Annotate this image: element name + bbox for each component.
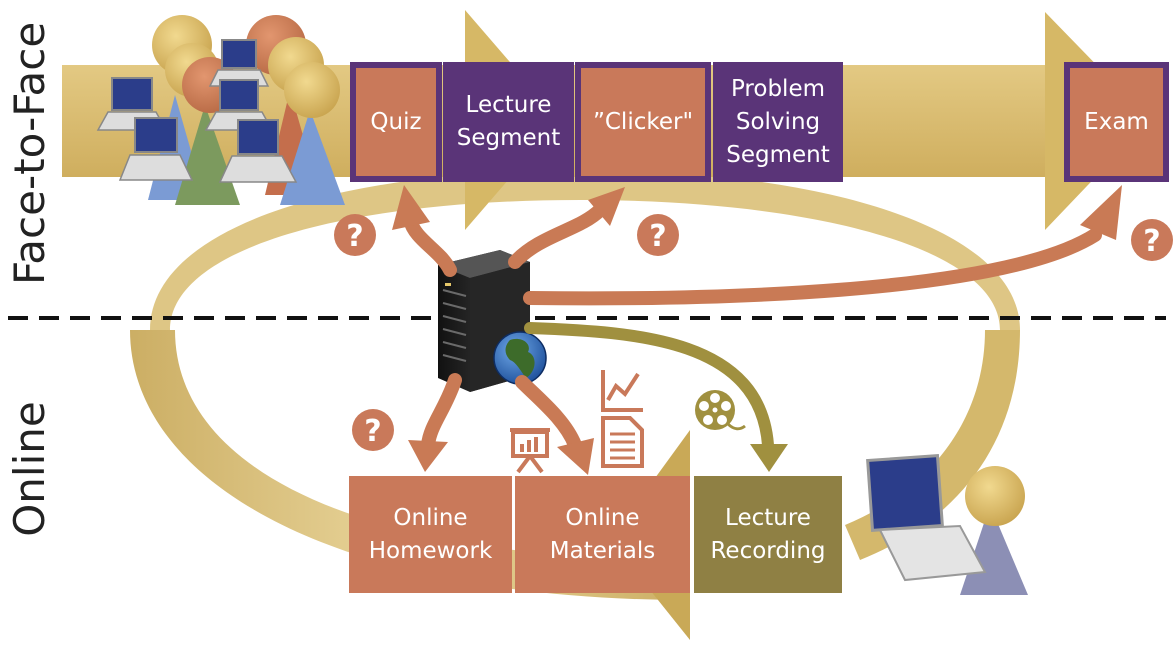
lecture-segment-label: Lecture Segment — [456, 92, 561, 151]
loop-back-band — [150, 170, 1020, 330]
question-icon: ? — [334, 214, 376, 256]
presentation-icon — [510, 428, 550, 474]
arrow-to-materials — [515, 375, 582, 452]
arrowhead-recording — [750, 444, 788, 472]
lecture-recording-box: Lecture Recording — [694, 476, 842, 593]
online-label: Online — [5, 401, 54, 537]
student-icon — [866, 454, 1028, 595]
arrowhead-materials — [557, 438, 594, 475]
laptop-icon — [866, 454, 987, 582]
exam-box: Exam — [1064, 62, 1169, 182]
arrowhead-quiz — [392, 185, 430, 230]
arrowhead-exam — [1080, 185, 1122, 240]
arrow-to-exam — [523, 228, 1102, 306]
arrowhead-clicker — [588, 187, 625, 226]
lecture-segment-box: Lecture Segment — [443, 62, 574, 182]
laptop-icon — [118, 117, 194, 181]
svg-text:?: ? — [1143, 224, 1160, 259]
globe-icon — [493, 331, 547, 385]
clicker-box: ”Clicker" — [575, 62, 711, 182]
arrow-to-quiz — [403, 213, 457, 277]
clicker-label: ”Clicker" — [592, 108, 694, 135]
online-materials-box: Online Materials — [515, 476, 690, 593]
question-icon: ? — [1131, 219, 1173, 261]
quiz-box: Quiz — [350, 62, 442, 182]
svg-text:?: ? — [346, 219, 363, 254]
svg-text:?: ? — [364, 414, 381, 449]
question-icon: ? — [352, 409, 394, 451]
quiz-label: Quiz — [370, 108, 422, 135]
online-homework-label: Online Homework — [368, 504, 493, 564]
online-homework-box: Online Homework — [349, 476, 512, 593]
lecture-recording-label: Lecture Recording — [710, 504, 826, 564]
exam-label: Exam — [1084, 108, 1149, 135]
arrow-to-homework — [421, 373, 462, 452]
face-to-face-label: Face-to-Face — [5, 21, 54, 285]
connection-arrows — [392, 185, 1122, 475]
student-group-icon — [96, 15, 345, 205]
film-reel-icon — [695, 390, 746, 431]
problem-solving-segment-label: Problem Solving Segment — [726, 75, 830, 168]
problem-solving-segment-box: Problem Solving Segment — [713, 62, 843, 182]
online-materials-label: Online Materials — [549, 504, 656, 564]
document-icon — [601, 416, 644, 468]
arrow-to-clicker — [508, 203, 607, 269]
arrow-to-recording — [524, 322, 774, 451]
svg-text:?: ? — [649, 219, 666, 254]
line-chart-icon — [601, 370, 643, 412]
question-icon: ? — [637, 214, 679, 256]
arrowhead-homework — [408, 440, 448, 472]
laptop-icon — [218, 119, 298, 183]
